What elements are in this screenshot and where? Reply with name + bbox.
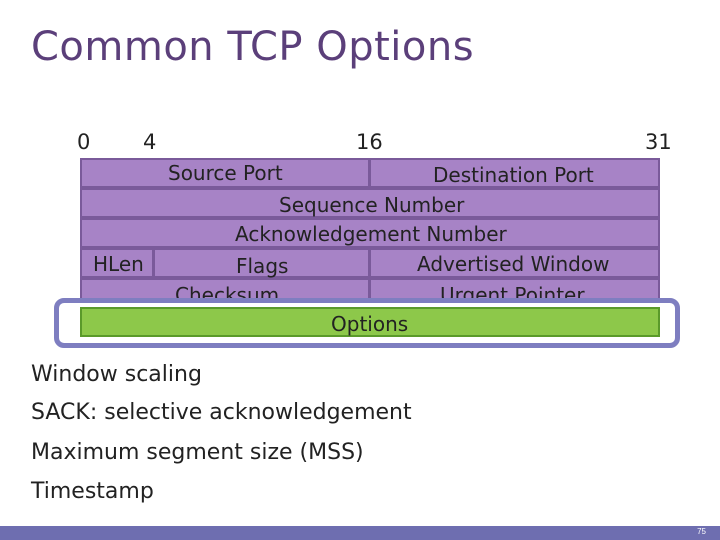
row-flags-divider-hlen bbox=[152, 248, 155, 278]
page-number: 75 bbox=[697, 527, 706, 536]
row-flags-divider-window bbox=[368, 248, 371, 278]
bit-label-31: 31 bbox=[645, 130, 672, 154]
field-checksum: Checksum bbox=[175, 283, 280, 300]
bit-label-4: 4 bbox=[143, 130, 157, 154]
page-title: Common TCP Options bbox=[31, 24, 475, 70]
row-checksum-clip: Checksum Urgent Pointer bbox=[80, 278, 660, 300]
field-flags: Flags bbox=[236, 254, 289, 278]
list-item-window-scaling: Window scaling bbox=[31, 362, 202, 387]
field-urgent-pointer: Urgent Pointer bbox=[440, 283, 585, 300]
bit-label-16: 16 bbox=[356, 130, 383, 154]
row-acknowledgement bbox=[80, 218, 660, 248]
row-checksum-divider bbox=[368, 278, 371, 300]
row-options bbox=[80, 307, 660, 337]
options-highlight-frame bbox=[54, 298, 680, 348]
row-sequence bbox=[80, 188, 660, 218]
row-ports-divider bbox=[368, 158, 371, 188]
bit-label-0: 0 bbox=[77, 130, 91, 154]
field-source-port: Source Port bbox=[168, 161, 283, 185]
list-item-mss: Maximum segment size (MSS) bbox=[31, 440, 364, 465]
field-sequence-number: Sequence Number bbox=[279, 193, 465, 217]
field-destination-port: Destination Port bbox=[433, 163, 594, 187]
field-advertised-window: Advertised Window bbox=[417, 252, 610, 276]
field-acknowledgement-number: Acknowledgement Number bbox=[235, 222, 507, 246]
list-item-timestamp: Timestamp bbox=[31, 479, 154, 504]
field-options: Options bbox=[331, 312, 409, 336]
field-hlen: HLen bbox=[93, 252, 144, 276]
footer-bar: 75 bbox=[0, 526, 720, 540]
list-item-sack: SACK: selective acknowledgement bbox=[31, 400, 412, 425]
